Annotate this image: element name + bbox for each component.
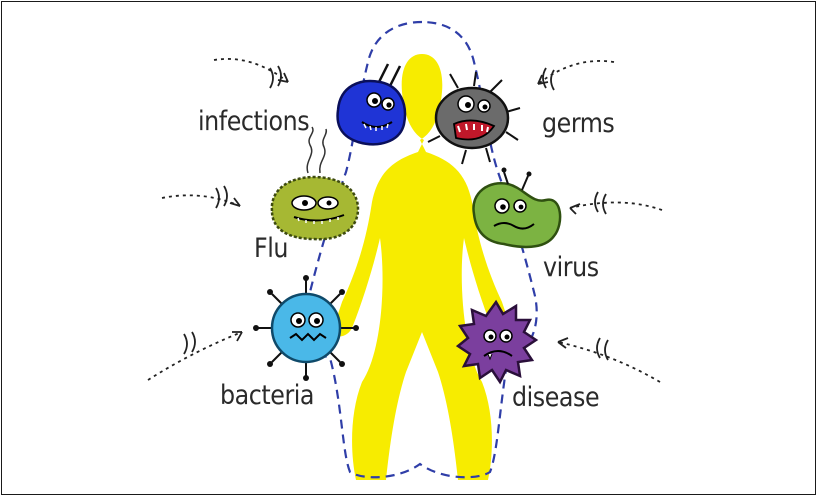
arrow-to-disease (558, 338, 660, 382)
arrow-to-bacteria (148, 332, 242, 380)
virus-germ (473, 168, 560, 247)
arrow-to-virus (570, 192, 662, 214)
label-infections: infections (198, 108, 309, 135)
label-germs: germs (542, 110, 614, 137)
flu-germ (272, 127, 358, 239)
label-bacteria: bacteria (220, 382, 314, 409)
arrow-to-flu (162, 186, 240, 208)
arrow-to-infections (214, 59, 288, 88)
bacteria-germ (253, 275, 359, 381)
arrow-to-germs (538, 61, 614, 90)
label-disease: disease (512, 384, 599, 411)
label-virus: virus (543, 254, 599, 281)
label-flu: Flu (254, 235, 288, 262)
infections-germ (338, 64, 405, 144)
